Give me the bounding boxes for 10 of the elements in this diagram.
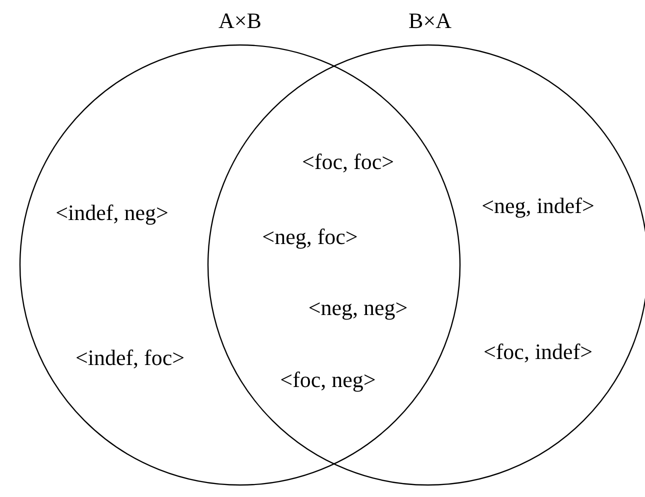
pair-label: <neg, neg> [308, 295, 408, 321]
pair-label: <foc, indef> [483, 339, 593, 365]
pair-label: <neg, foc> [262, 224, 358, 250]
pair-label: <indef, neg> [56, 200, 168, 226]
pair-label: <indef, foc> [75, 345, 185, 371]
set-label: B×A [408, 8, 452, 34]
pair-label: <foc, neg> [280, 367, 376, 393]
pair-label: <neg, indef> [482, 193, 594, 219]
pair-label: <foc, foc> [302, 149, 394, 175]
set-label: A×B [218, 8, 262, 34]
